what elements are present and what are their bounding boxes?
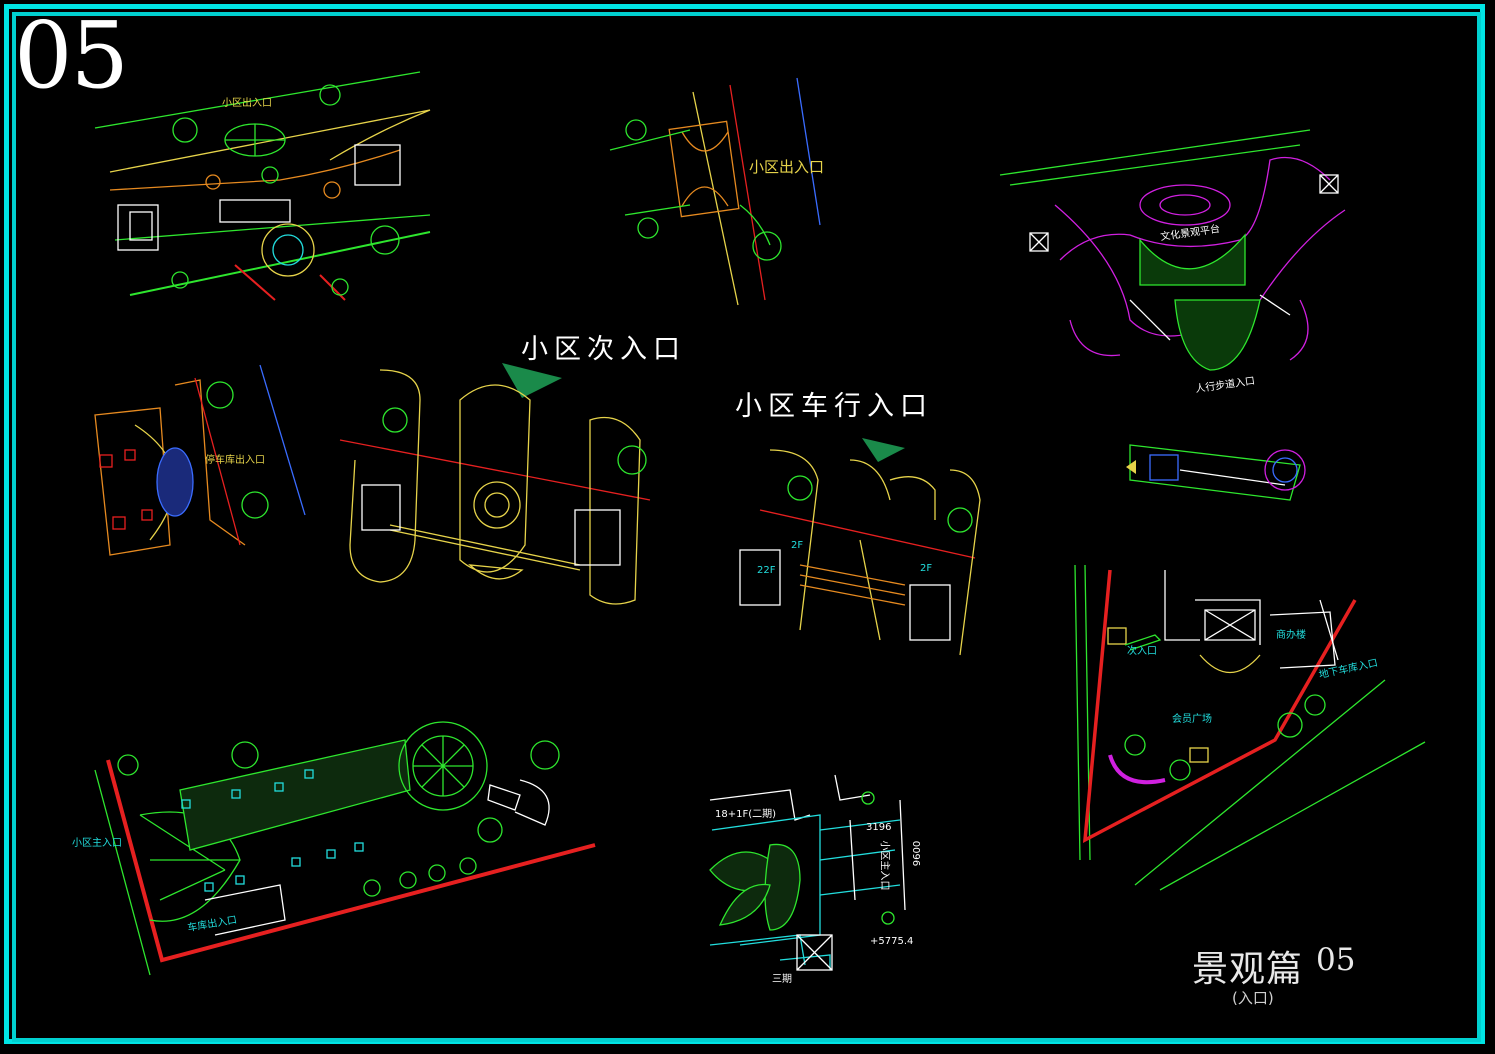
p6-title: 小区车行入口	[735, 391, 933, 422]
plan-5-secondary-entrance	[339, 363, 651, 605]
p9-main-entrance-label: 小区主入口	[72, 838, 122, 849]
p5-title: 小区次入口	[521, 334, 686, 365]
plan-4-parking	[94, 364, 306, 556]
plan-9-main-entrance-detail	[709, 774, 906, 971]
sheet-number: 05	[14, 2, 129, 109]
p10-main-label: 小区主入口	[878, 840, 890, 891]
plan-6-vehicle-entrance	[739, 438, 981, 656]
plan-10-corner-site	[1074, 564, 1426, 891]
sheet-subtitle: (入口)	[1232, 989, 1274, 1007]
plan-3-plaza	[999, 129, 1346, 371]
p1-entrance-label: 小区出入口	[222, 98, 272, 109]
p6-building-2: 22F	[757, 565, 776, 576]
p11-secondary-label: 次入口	[1127, 646, 1157, 657]
sheet-title-number: 05	[1316, 942, 1356, 978]
plan-2-gate	[609, 77, 821, 306]
p10-dim2: 0096	[910, 840, 922, 867]
p10-dim1: 3196	[866, 822, 892, 833]
plan-1-entrance	[94, 71, 431, 301]
plan-8-main-entrance	[94, 721, 596, 976]
p10-dim3: +5775.4	[870, 936, 914, 947]
p11-plaza-label: 会员广场	[1172, 714, 1212, 725]
p11-office-label: 商办楼	[1276, 630, 1306, 641]
p10-phase-label: 三期	[772, 974, 792, 985]
plan-7-strip	[1126, 444, 1306, 501]
north-arrow-icon	[862, 438, 905, 462]
entry-arrow-icon	[1126, 460, 1136, 474]
sheet-title: 景观篇	[1192, 949, 1304, 990]
drawing-frame-inner	[12, 12, 1481, 1042]
p4-parking-label: 停车库出入口	[205, 455, 265, 466]
north-arrow-icon	[502, 363, 562, 398]
p10-tower-label: 18+1F(二期)	[715, 809, 777, 820]
p2-entrance-label: 小区出入口	[749, 158, 825, 176]
p6-building-1: 2F	[791, 540, 804, 551]
p6-building-3: 2F	[920, 563, 933, 574]
